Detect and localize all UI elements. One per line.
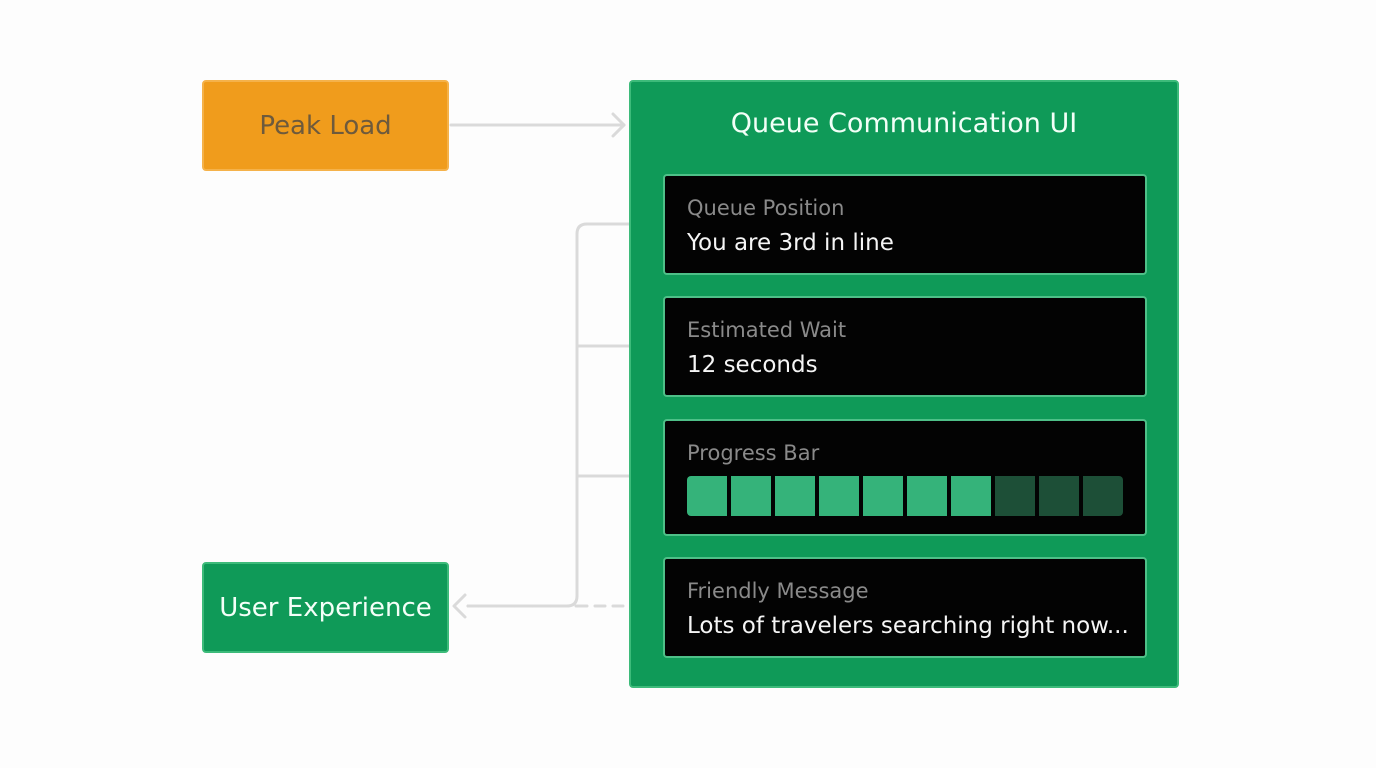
progress-segment-empty [995, 476, 1035, 516]
estimated-wait-label: Estimated Wait [687, 318, 847, 342]
progress-segment-empty [1039, 476, 1079, 516]
queue-communication-panel: Queue Communication UI Queue Position Yo… [629, 80, 1179, 688]
estimated-wait-card: Estimated Wait 12 seconds [663, 296, 1147, 397]
progress-segment-filled [951, 476, 991, 516]
panel-title: Queue Communication UI [730, 108, 1078, 139]
user-experience-node: User Experience [202, 562, 449, 653]
progress-segment-filled [687, 476, 727, 516]
progress-segment-filled [731, 476, 771, 516]
queue-position-value: You are 3rd in line [687, 230, 894, 256]
progress-bar-label: Progress Bar [687, 441, 820, 465]
queue-position-card: Queue Position You are 3rd in line [663, 174, 1147, 275]
progress-segment-empty [1083, 476, 1123, 516]
friendly-message-card: Friendly Message Lots of travelers searc… [663, 557, 1147, 658]
progress-segment-filled [775, 476, 815, 516]
progress-segment-filled [863, 476, 903, 516]
peak-load-arrowhead [611, 112, 626, 138]
progress-bar-card: Progress Bar [663, 419, 1147, 536]
friendly-message-label: Friendly Message [687, 579, 869, 603]
progress-segment-filled [907, 476, 947, 516]
peak-load-node: Peak Load [202, 80, 449, 171]
progress-segment-filled [819, 476, 859, 516]
progress-bar [687, 476, 1123, 516]
friendly-message-value: Lots of travelers searching right now... [687, 613, 1129, 639]
user-experience-arrowhead [452, 593, 467, 619]
estimated-wait-value: 12 seconds [687, 352, 818, 378]
queue-position-label: Queue Position [687, 196, 845, 220]
